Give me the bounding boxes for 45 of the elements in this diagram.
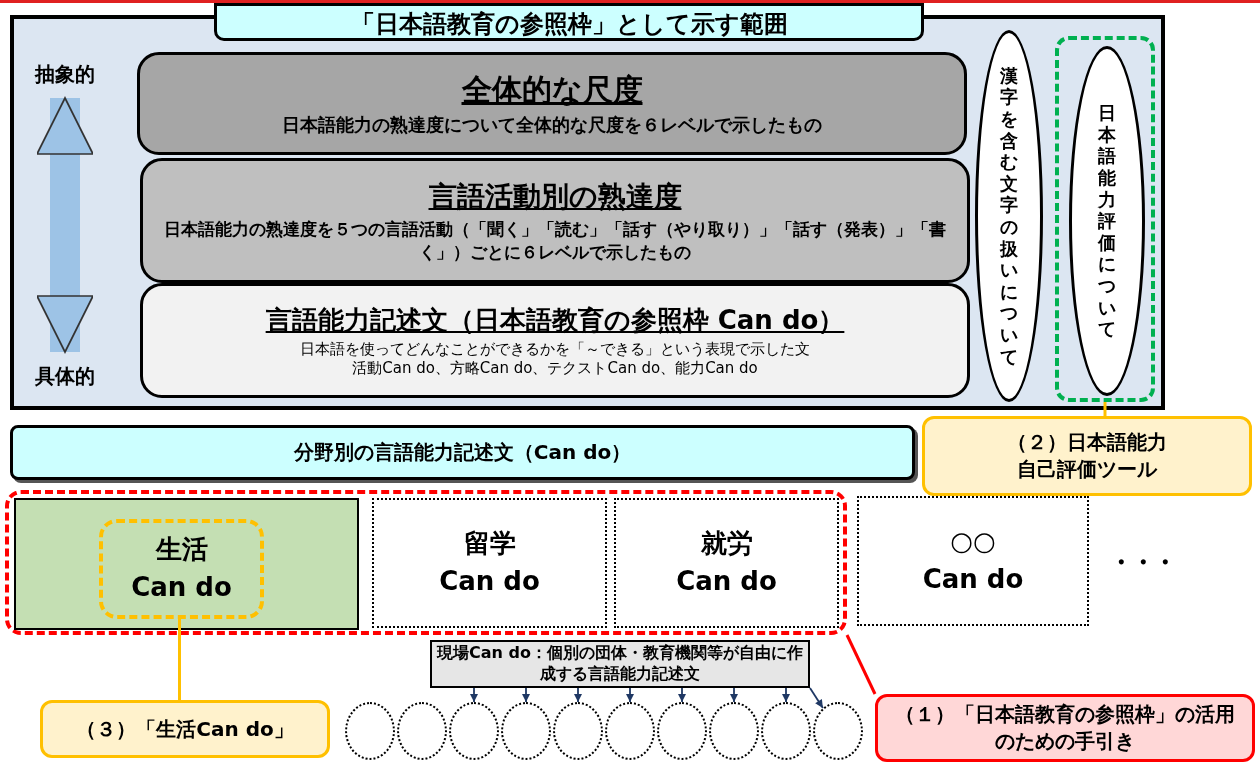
field-band bbox=[10, 425, 915, 480]
vertical-text: 漢字を含む文字の扱いについて bbox=[999, 64, 1019, 368]
arrow bbox=[678, 687, 686, 703]
category-name: 就労 Can do bbox=[675, 527, 778, 598]
callout-text: （２）日本語能力自己評価ツール bbox=[1006, 429, 1168, 483]
category-panel bbox=[372, 498, 607, 628]
arrow bbox=[626, 687, 634, 703]
level-card bbox=[140, 283, 970, 398]
callout-text: （１）「日本語教育の参照枠」の活用のための手引き bbox=[895, 701, 1235, 755]
level-card bbox=[140, 158, 970, 283]
field-band bbox=[430, 640, 810, 688]
category-name: 生活 Can do bbox=[130, 533, 233, 604]
label-text: 現場Can do：個別の団体・教育機関等が自由に作成する言語能力記述文 bbox=[435, 643, 804, 685]
category-panel bbox=[857, 496, 1089, 626]
category-panel bbox=[614, 498, 839, 628]
arrow bbox=[809, 687, 824, 709]
category-name: 留学 Can do bbox=[438, 527, 541, 598]
label-text: 具体的 bbox=[35, 362, 95, 390]
callout-box bbox=[875, 694, 1255, 762]
arrow bbox=[574, 687, 582, 703]
category-panel bbox=[14, 498, 359, 630]
callout-box bbox=[922, 416, 1252, 496]
arrow bbox=[730, 687, 738, 703]
level-card bbox=[137, 52, 967, 155]
card-heading: 言語能力記述文（日本語教育の参照枠 Can do） bbox=[265, 303, 845, 337]
label-text: 抽象的 bbox=[35, 60, 95, 88]
highlight-frame bbox=[1055, 36, 1155, 402]
arrow bbox=[470, 687, 478, 703]
arrow bbox=[522, 687, 530, 703]
callout-text: （３）「生活Can do」 bbox=[76, 715, 294, 743]
card-heading: 全体的な尺度 bbox=[461, 71, 643, 110]
highlight-frame bbox=[99, 519, 264, 619]
card-description: 日本語能力の熟達度を５つの言語活動（「聞く」「読む」「話す（やり取り）」「話す（発表）」「書く」）ごとに６レベルで示したもの bbox=[164, 218, 946, 263]
vertical-text: 日本語能力評価について bbox=[1097, 102, 1117, 340]
heading-tab: 「日本語教育の参照枠」として示す範囲 bbox=[214, 3, 924, 41]
card-heading: 言語活動別の熟達度 bbox=[428, 179, 682, 216]
label-text: 分野別の言語能力記述文（Can do） bbox=[293, 439, 632, 466]
card-description: 日本語を使ってどんなことができるかを「～できる」という表現で示した文活動Can do、方略Can do、テクストCan do、能力Can do bbox=[299, 339, 811, 379]
card-description: 日本語能力の熟達度について全体的な尺度を６レベルで示したもの bbox=[282, 113, 822, 137]
arrow bbox=[782, 687, 790, 703]
callout-box bbox=[40, 700, 330, 758]
category-name: ○○ Can do bbox=[921, 525, 1025, 596]
double-arrow bbox=[36, 97, 94, 353]
ellipsis-mark: ・・・ bbox=[1108, 546, 1174, 579]
highlight-frame bbox=[5, 490, 847, 635]
